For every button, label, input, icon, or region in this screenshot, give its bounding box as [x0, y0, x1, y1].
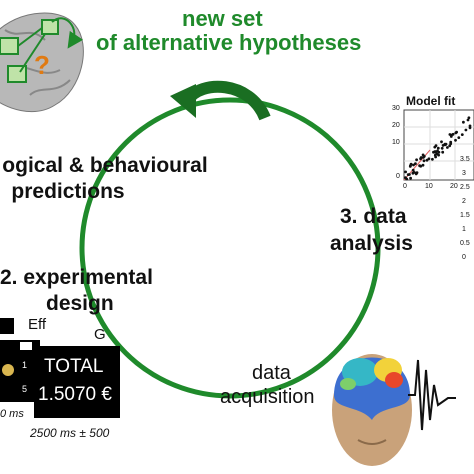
scatter-point: [446, 146, 449, 149]
scatter-point: [449, 140, 453, 144]
model-fit-right-tick-1: 3: [462, 170, 466, 177]
model-fit-x-tick-1: 10: [425, 183, 433, 190]
eeg-head: [332, 354, 456, 466]
screen-label-g: G: [94, 326, 106, 343]
scatter-point: [454, 138, 457, 142]
header-line-1: new set: [182, 6, 263, 31]
cycle-circle: [79, 97, 381, 399]
scatter-point: [422, 156, 425, 159]
scatter-point: [440, 140, 443, 144]
scatter-point: [414, 172, 418, 176]
analysis-line-2: analysis: [330, 232, 413, 255]
scatter-point: [421, 153, 425, 157]
total-screen: TOTAL 1.5070 €: [34, 346, 120, 418]
model-fit-x-tick-0: 0: [403, 183, 407, 190]
scatter-point: [422, 159, 426, 163]
scatter-point: [464, 128, 468, 132]
scatter-point: [436, 149, 439, 153]
scatter-point: [436, 146, 440, 150]
scatter-point: [437, 153, 440, 157]
screen-label-eff: Eff: [28, 316, 47, 333]
design-line-1: 2. experimental: [0, 266, 153, 289]
model-fit-right-tick-4: 1.5: [460, 212, 470, 219]
scatter-point: [468, 124, 472, 128]
total-value: 1.5070 €: [38, 384, 112, 405]
scatter-point: [454, 131, 458, 135]
model-fit-y-tick-0: 30: [392, 105, 400, 112]
model-fit-right-tick-5: 1: [462, 226, 466, 233]
model-fit-right-tick-7: 0: [462, 254, 466, 261]
scatter-point: [441, 150, 445, 154]
scatter-point: [457, 136, 461, 140]
scatter-point: [460, 133, 464, 137]
scatter-point: [411, 168, 415, 172]
scatter-point: [408, 173, 411, 176]
scatter-point: [466, 118, 470, 122]
scatter-point: [448, 133, 452, 136]
model-fit-right-tick-6: 0.5: [460, 240, 470, 247]
scatter-point: [434, 155, 437, 159]
design-screens: [0, 318, 40, 402]
acquisition-line-1: data: [252, 362, 291, 384]
scatter-point: [431, 157, 434, 161]
feedback-arrow-head: [170, 84, 196, 118]
model-fit-right-tick-0: 3.5: [460, 156, 470, 163]
total-label: TOTAL: [44, 356, 104, 377]
model-fit-y-tick-3: 0: [396, 173, 400, 180]
scatter-point: [409, 176, 412, 180]
model-fit-title: Model fit: [406, 94, 456, 108]
model-fit-scatter: [404, 116, 472, 181]
predictions-line-1: ogical & behavioural: [2, 154, 208, 177]
svg-text:?: ?: [34, 50, 50, 80]
scatter-point: [419, 164, 423, 168]
scatter-point: [415, 158, 418, 162]
screen-small-number-1: 1: [22, 360, 28, 370]
scatter-point: [462, 120, 465, 124]
scatter-point: [440, 146, 444, 150]
timing-label: 2500 ms ± 500: [30, 426, 110, 440]
design-line-2: design: [46, 292, 114, 315]
scatter-point: [409, 162, 413, 166]
scatter-point: [405, 177, 409, 181]
scatter-point: [421, 163, 425, 167]
header-line-2: of alternative hypotheses: [96, 30, 362, 55]
scatter-point: [404, 170, 407, 174]
scatter-point: [425, 158, 429, 162]
model-fit-y-tick-2: 10: [392, 139, 400, 146]
analysis-line-1: 3. data: [340, 205, 407, 228]
model-fit-right-tick-2: 2.5: [460, 184, 470, 191]
predictions-line-2: predictions: [11, 180, 125, 203]
scatter-point: [412, 171, 416, 174]
scatter-point: [412, 163, 415, 167]
model-fit-y-tick-1: 20: [392, 122, 400, 129]
scatter-point: [467, 116, 471, 120]
model-fit-right-tick-3: 2: [462, 198, 466, 205]
scatter-point: [451, 132, 455, 136]
model-fit-x-tick-2: 20: [450, 183, 458, 190]
scatter-point: [443, 142, 447, 146]
scatter-point: [419, 157, 422, 161]
screen-small-number-5: 5: [22, 384, 28, 394]
acquisition-line-2: acquisition: [220, 386, 315, 408]
scatter-point: [434, 144, 438, 148]
brain-graphic: ?: [0, 12, 84, 113]
timing-left: 0 ms: [0, 408, 24, 420]
